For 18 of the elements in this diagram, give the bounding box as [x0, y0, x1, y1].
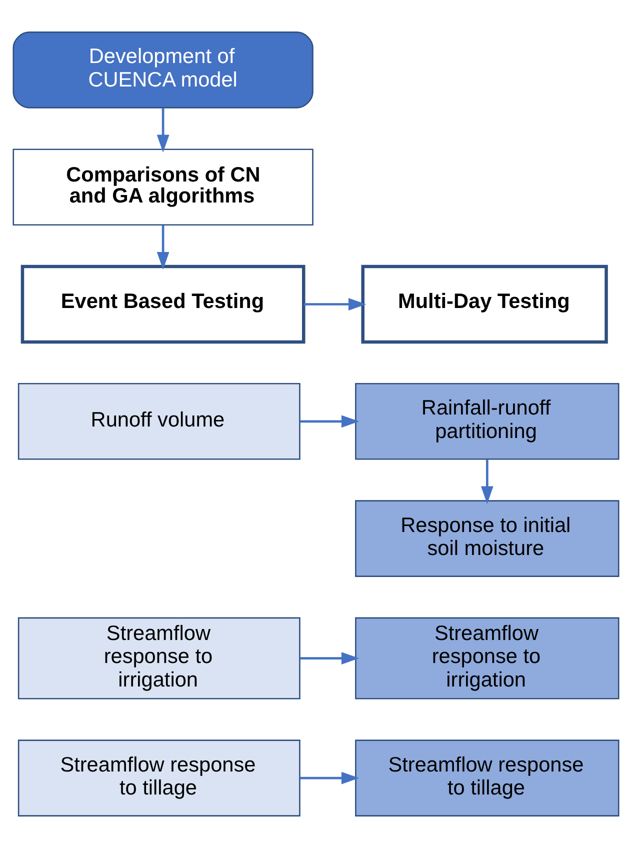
arrow [156, 225, 170, 270]
node-box: Event Based Testing [20, 264, 306, 344]
arrow [300, 652, 360, 664]
node-box: Response to initial soil moisture [355, 500, 620, 577]
arrow [480, 460, 494, 504]
arrow [300, 415, 360, 428]
arrow [300, 772, 360, 784]
node-box: Streamflow response to tillage [355, 740, 620, 816]
node-box: Rainfall-runoff partitioning [355, 383, 620, 460]
arrow [156, 108, 170, 153]
node-box: Streamflow response to tillage [18, 740, 300, 816]
node-box: Runoff volume [18, 383, 300, 460]
node-box: Streamflow response to irrigation [355, 617, 620, 700]
node-box: Comparisons of CN and GA algorithms [12, 148, 314, 226]
node-box: Multi-Day Testing [361, 264, 608, 344]
node-box: Development of CUENCA model [12, 32, 314, 108]
arrow [304, 298, 366, 310]
node-box: Streamflow response to irrigation [18, 617, 300, 700]
